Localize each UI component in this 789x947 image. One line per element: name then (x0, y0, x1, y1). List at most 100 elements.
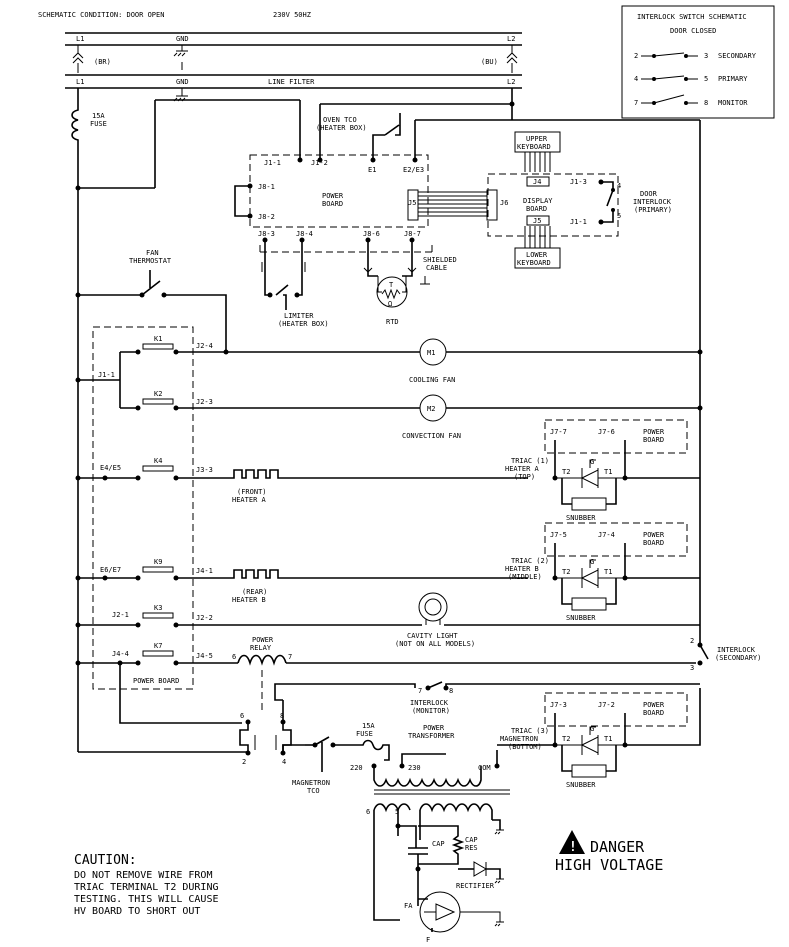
svg-text:(NOT ON ALL MODELS): (NOT ON ALL MODELS) (395, 640, 475, 648)
limiter-rtd-circuit: LIMITER (HEATER BOX) T Ω RTD SHIELDED CA… (259, 237, 457, 328)
high-voltage-label: HIGH VOLTAGE (555, 856, 663, 874)
svg-text:J5: J5 (533, 217, 541, 225)
svg-text:J2-1: J2-1 (112, 611, 129, 619)
svg-text:M1: M1 (427, 349, 435, 357)
svg-text:J1-3: J1-3 (570, 178, 587, 186)
triac-1-label: TRIAC (1) (511, 457, 549, 465)
svg-text:K7: K7 (154, 642, 162, 650)
svg-text:8: 8 (449, 687, 453, 695)
svg-text:J8-7: J8-7 (404, 230, 421, 238)
interlock-monitor: 7 8 INTERLOCK (MONITOR) (274, 681, 700, 715)
svg-text:J1-1: J1-1 (98, 371, 115, 379)
svg-text:POWER: POWER (423, 724, 445, 732)
svg-text:J8-1: J8-1 (258, 183, 275, 191)
cooling-fan-label: COOLING FAN (409, 376, 455, 384)
svg-text:J7-7: J7-7 (550, 428, 567, 436)
svg-text:J4-1: J4-1 (196, 567, 213, 575)
svg-text:6: 6 (366, 808, 370, 816)
svg-text:J3-3: J3-3 (196, 466, 213, 474)
svg-text:!: ! (569, 840, 577, 855)
warning-triangle-icon (559, 830, 585, 854)
svg-text:5: 5 (617, 212, 621, 220)
cavity-light-circuit: J2-1 K3 J2-2 CAVITY LIGHT (NOT ON ALL MO… (78, 592, 700, 648)
svg-text:J8-2: J8-2 (258, 213, 275, 221)
svg-text:J7-4: J7-4 (598, 531, 615, 539)
svg-text:M2: M2 (427, 405, 435, 413)
svg-text:FA: FA (404, 902, 413, 910)
legend-subtitle: DOOR CLOSED (670, 27, 716, 35)
svg-text:SHIELDED: SHIELDED (423, 256, 457, 264)
power-board-relays: POWER BOARD (133, 677, 179, 685)
svg-text:K4: K4 (154, 457, 162, 465)
interlock-legend: INTERLOCK SWITCH SCHEMATIC DOOR CLOSED 2… (621, 5, 775, 119)
svg-text:J7-2: J7-2 (598, 701, 615, 709)
snubber-2: SNUBBER (566, 614, 596, 622)
cavity-light-label: CAVITY LIGHT (407, 632, 458, 640)
svg-text:G: G (590, 558, 594, 566)
svg-text:7: 7 (634, 99, 638, 107)
svg-text:J1-1: J1-1 (570, 218, 587, 226)
magnetron-tco-label: MAGNETRON (292, 779, 330, 787)
power-board-upper: J1-1 J1-2 E1 E2/E3 J8-1 J8-2 POWER BOARD… (234, 154, 508, 238)
svg-text:T1: T1 (604, 568, 612, 576)
svg-text:POWER: POWER (322, 192, 344, 200)
svg-text:TESTING. THIS WILL CAUSE: TESTING. THIS WILL CAUSE (74, 894, 219, 905)
main-fuse-label: FUSE (90, 120, 107, 128)
svg-text:COM: COM (478, 764, 491, 772)
svg-text:J1-2: J1-2 (311, 159, 328, 167)
power-relay-circuit: J4-4 K7 J4-5 6 7 POWER RELAY 2 3 INTERLO… (78, 636, 761, 724)
oven-tco: OVEN TCO (HEATER BOX) (316, 113, 401, 160)
power-board-label: BOARD (322, 200, 343, 208)
svg-text:K3: K3 (154, 604, 162, 612)
fan-thermostat-label: THERMOSTAT (129, 257, 172, 265)
svg-text:T2: T2 (562, 568, 570, 576)
svg-text:(MONITOR): (MONITOR) (412, 707, 450, 715)
heater-b-circuit: E6/E7 K9 J4-1 (REAR) HEATER B J7-5 J7-4 … (78, 522, 700, 622)
svg-text:BOARD: BOARD (643, 436, 664, 444)
svg-text:MAGNETRON: MAGNETRON (500, 735, 538, 743)
voltage-rating: 230V 50HZ (273, 11, 311, 19)
legend-title: INTERLOCK SWITCH SCHEMATIC (637, 13, 747, 21)
svg-text:J7-6: J7-6 (598, 428, 615, 436)
lower-keyboard-label: KEYBOARD (517, 259, 551, 267)
svg-text:4: 4 (282, 758, 286, 766)
svg-text:2: 2 (634, 52, 638, 60)
legend-primary: PRIMARY (718, 75, 748, 83)
fan-thermostat: FAN THERMOSTAT (78, 249, 227, 352)
svg-text:(REAR): (REAR) (242, 588, 267, 596)
svg-text:J2-3: J2-3 (196, 398, 213, 406)
high-voltage-circuit: 6 5 CAP CAP RES RECTIFIER FA F (366, 803, 504, 944)
power-relay-label: RELAY (250, 644, 272, 652)
svg-text:(SECONDARY): (SECONDARY) (715, 654, 761, 662)
capacitor-resistor-label: RES (465, 844, 478, 852)
heater-b-label: HEATER B (232, 596, 266, 604)
limiter-label: (HEATER BOX) (278, 320, 329, 328)
svg-text:K2: K2 (154, 390, 162, 398)
svg-text:J8-3: J8-3 (258, 230, 275, 238)
svg-text:POWER: POWER (643, 531, 665, 539)
svg-text:T2: T2 (562, 735, 570, 743)
power-board-lower: POWER BOARD (92, 326, 194, 690)
svg-text:J7-5: J7-5 (550, 531, 567, 539)
display-board-label: BOARD (526, 205, 547, 213)
magnetron-fuse-label: FUSE (356, 730, 373, 738)
svg-text:J5: J5 (408, 199, 416, 207)
svg-text:J4-4: J4-4 (112, 650, 129, 658)
svg-text:(BU): (BU) (481, 58, 498, 66)
svg-text:T1: T1 (604, 735, 612, 743)
svg-text:E1: E1 (368, 166, 376, 174)
svg-text:UPPER: UPPER (526, 135, 548, 143)
svg-text:HV BOARD TO SHORT OUT: HV BOARD TO SHORT OUT (74, 906, 200, 917)
supply-rails: L1 GND L2 (BR) (BU) L1 GND LINE FILTER L… (65, 32, 522, 102)
svg-text:4: 4 (634, 75, 638, 83)
svg-text:2: 2 (690, 637, 694, 645)
door-interlock-primary: INTERLOCK (633, 198, 672, 206)
svg-text:J4-5: J4-5 (196, 652, 213, 660)
svg-text:T: T (389, 281, 394, 289)
line-filter-label: LINE FILTER (268, 78, 315, 86)
svg-text:3: 3 (690, 664, 694, 672)
svg-text:DISPLAY: DISPLAY (523, 197, 553, 205)
svg-text:T1: T1 (604, 468, 612, 476)
